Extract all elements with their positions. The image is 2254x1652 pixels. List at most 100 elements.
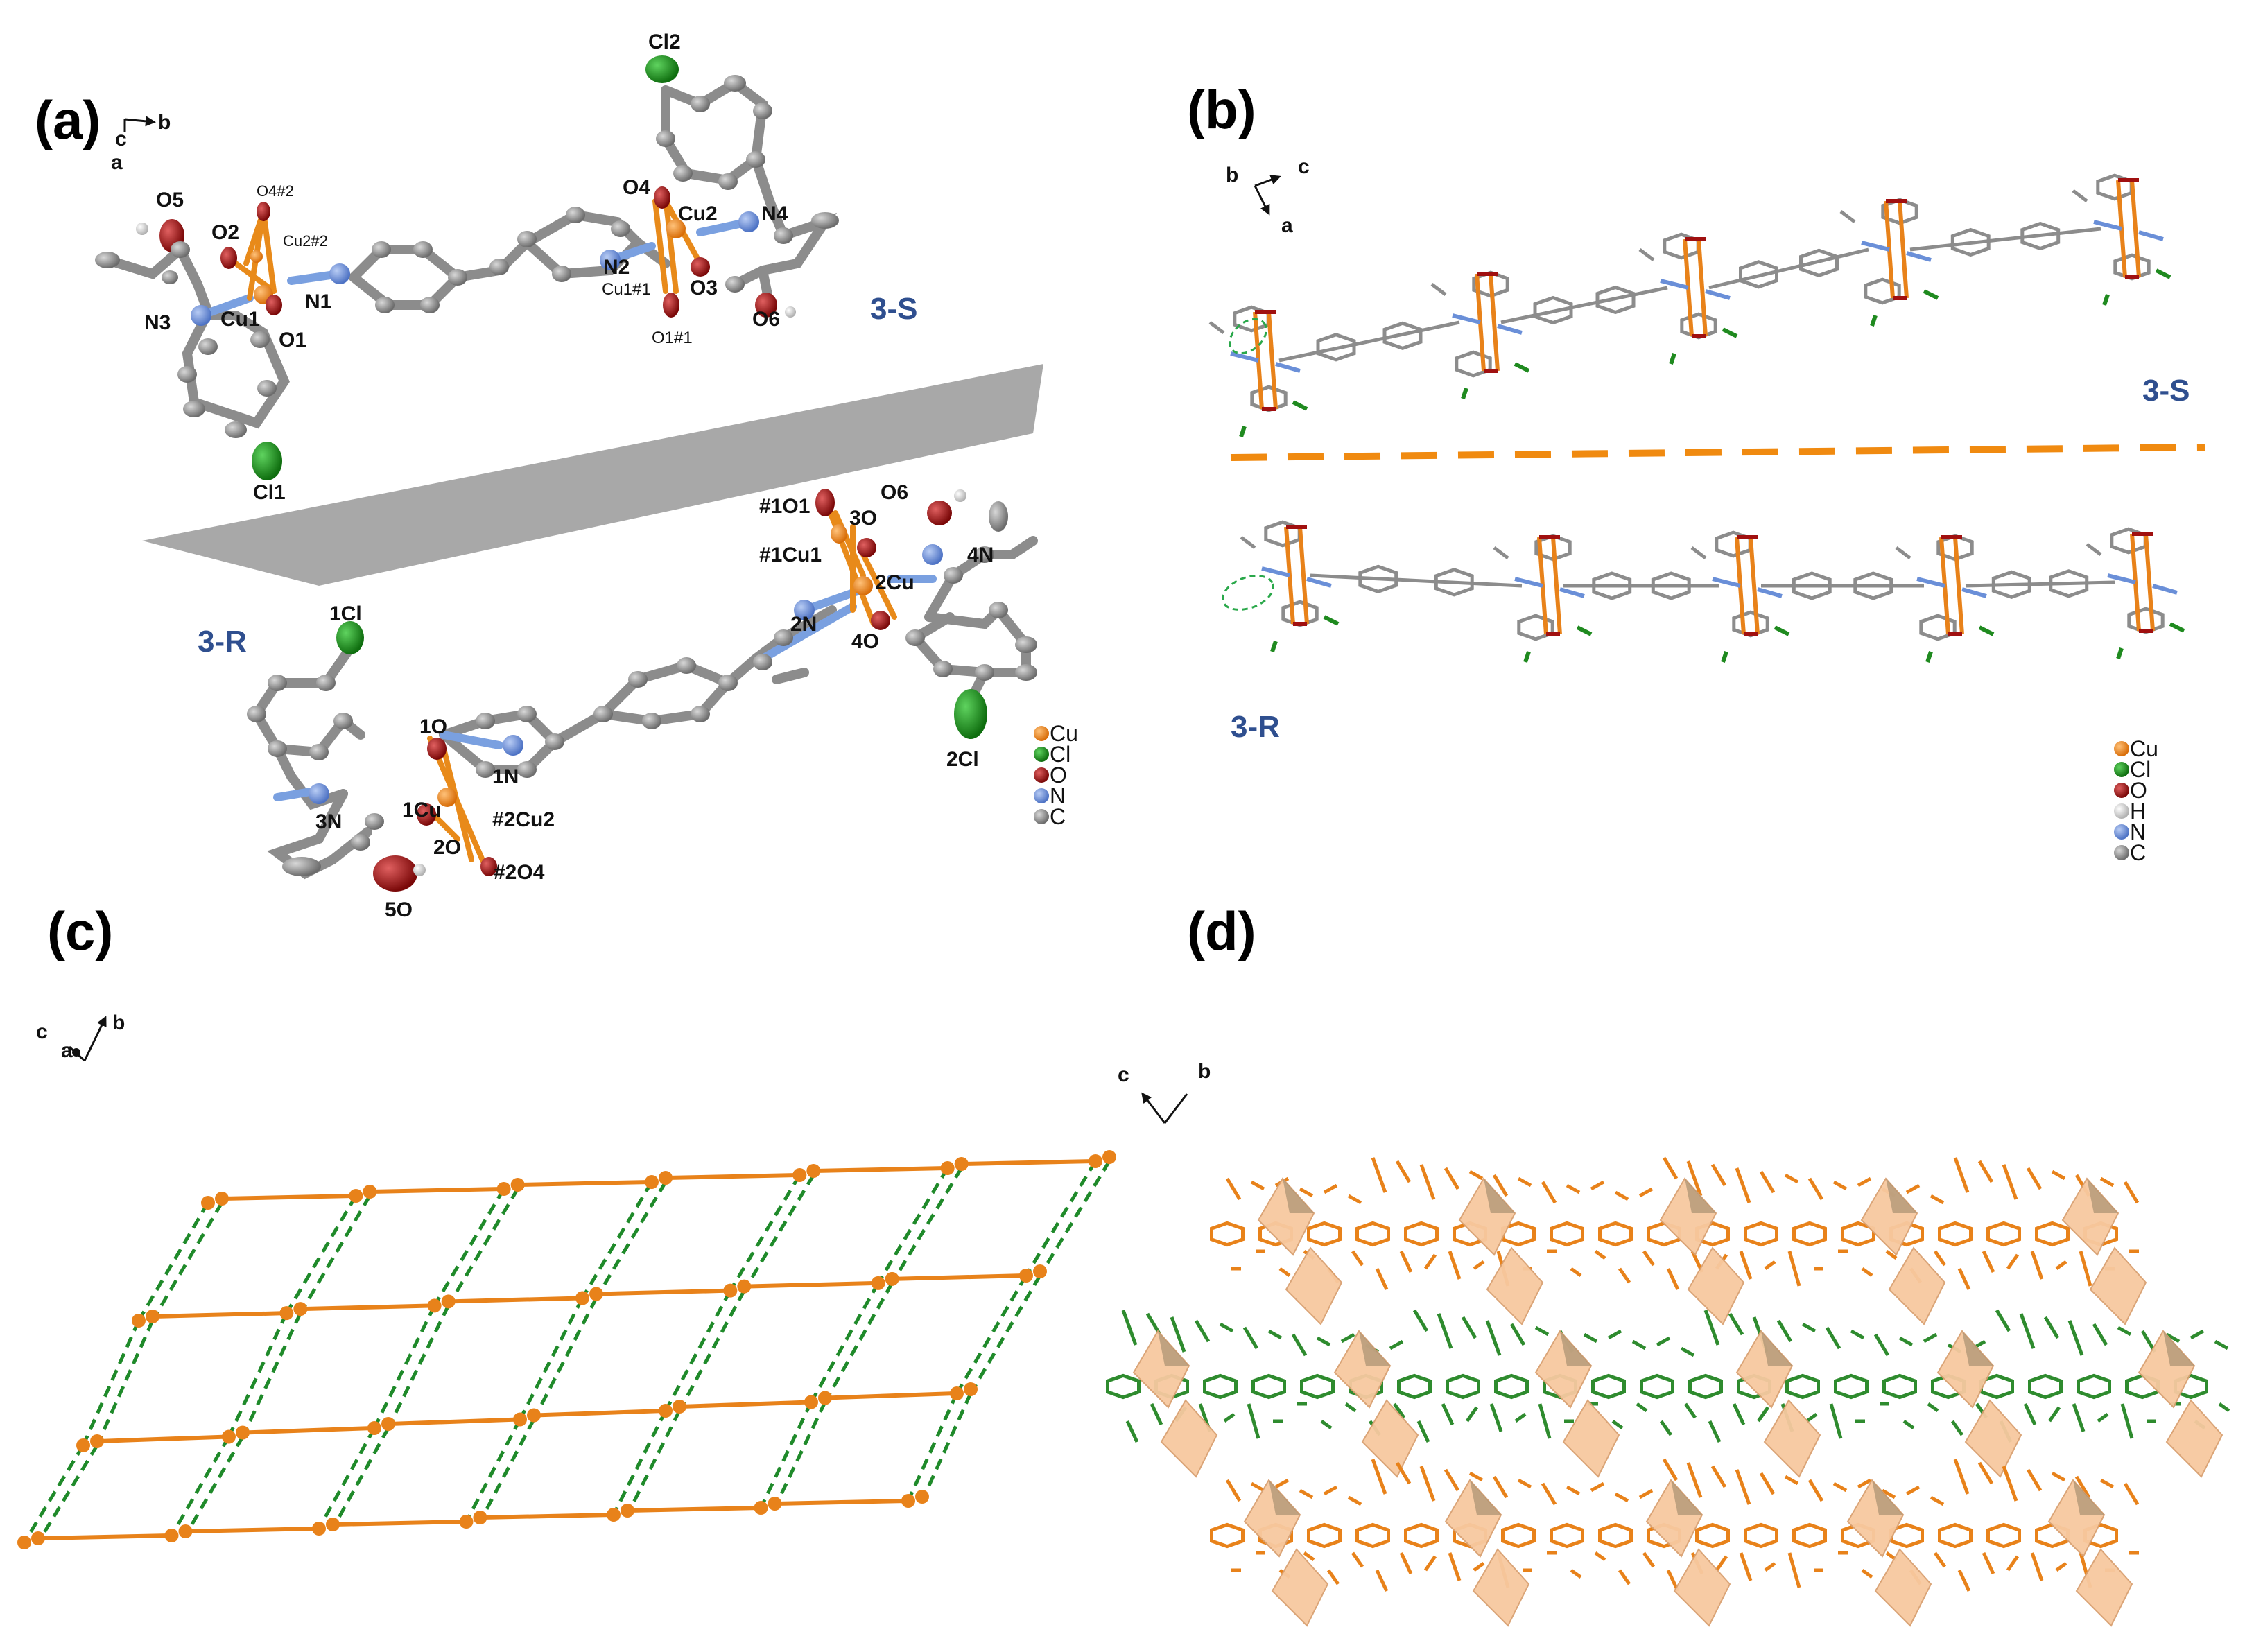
legend-label-o: O xyxy=(2130,778,2147,803)
network-node xyxy=(792,1168,807,1182)
axis-label-c2: c xyxy=(1298,155,1310,178)
axis-label-c4: c xyxy=(1118,1063,1129,1086)
separator-dashed xyxy=(1230,444,2205,461)
network-node xyxy=(349,1189,363,1203)
network-node xyxy=(312,1522,326,1536)
network-node xyxy=(659,1404,673,1418)
label-O5: O5 xyxy=(156,189,184,211)
label-4N-r: 4N xyxy=(967,544,994,566)
network-node xyxy=(954,1157,969,1171)
legend-label-o: O xyxy=(1050,763,1067,788)
legend-swatch-cu xyxy=(1034,726,1049,741)
label-1Cu-r: 1Cu xyxy=(402,799,442,821)
panel-a: (a) c b a xyxy=(35,31,1078,921)
label-N1: N1 xyxy=(305,290,331,313)
atom-Cl1 xyxy=(252,442,282,480)
legend-label-cu: Cu xyxy=(1050,721,1078,746)
network-node xyxy=(17,1536,31,1549)
legend-label-cl: Cl xyxy=(1050,742,1070,767)
label-O1-1: O1#1 xyxy=(652,329,693,347)
network-node xyxy=(146,1310,159,1323)
atom-O1 xyxy=(266,295,282,315)
network-node xyxy=(768,1497,782,1511)
panel-c: (c) c a b xyxy=(17,901,1116,1549)
network-node xyxy=(673,1400,686,1414)
panel-label-d: (d) xyxy=(1187,901,1256,962)
label-2N-r: 2N xyxy=(790,613,817,636)
label-3N-r: 3N xyxy=(315,810,342,833)
network-node xyxy=(1033,1264,1047,1278)
atom-2O4-r xyxy=(480,857,497,876)
label-1Cu1-r: #1Cu1 xyxy=(759,544,822,566)
atom-3O-r xyxy=(857,538,876,557)
atom-O6 xyxy=(755,293,777,318)
legend-label-cl: Cl xyxy=(2130,757,2151,782)
network-node xyxy=(132,1314,146,1328)
label-O3: O3 xyxy=(690,277,718,299)
axis-label-b3: b xyxy=(112,1011,125,1034)
network-node xyxy=(178,1524,193,1538)
network-node xyxy=(950,1386,964,1400)
atom-1O-r xyxy=(427,738,447,760)
atom-O3 xyxy=(691,257,710,277)
legend-swatch-o xyxy=(2114,783,2129,798)
panel-label-b: (b) xyxy=(1187,79,1256,140)
network-node xyxy=(607,1508,621,1522)
atom-3N-r xyxy=(309,783,329,804)
network-node xyxy=(806,1164,821,1178)
mirror-plane xyxy=(142,364,1043,586)
network-node xyxy=(645,1175,659,1189)
network-node xyxy=(818,1391,832,1405)
legend-swatch-c xyxy=(2114,845,2129,860)
axis-label-a3: a xyxy=(61,1039,73,1062)
axis-label-b2: b xyxy=(1226,164,1238,186)
network-node xyxy=(723,1283,738,1298)
axis-triad-d: c b xyxy=(1118,1060,1211,1124)
label-O6-r: O6 xyxy=(881,481,908,504)
atom-2N-r xyxy=(794,600,815,620)
network-node xyxy=(427,1298,442,1313)
legend-swatch-h xyxy=(2114,803,2129,819)
network-node xyxy=(279,1306,294,1321)
network-node xyxy=(381,1417,395,1431)
panel-d: (d) c b xyxy=(1106,901,2230,1627)
atom-Cu2-2 xyxy=(250,250,263,263)
label-O4-2: O4#2 xyxy=(257,182,294,200)
legend-label-c: C xyxy=(1050,804,1066,829)
chain-3R xyxy=(1240,520,2185,663)
network-node xyxy=(885,1271,899,1286)
network-node xyxy=(754,1501,768,1515)
legend-label-cu: Cu xyxy=(2130,736,2158,761)
network-node xyxy=(901,1494,915,1508)
legend-swatch-cl xyxy=(1034,747,1049,762)
network-node xyxy=(201,1196,215,1210)
network-node xyxy=(363,1185,377,1199)
label-Cl2: Cl2 xyxy=(648,31,681,53)
legend-label-n: N xyxy=(2130,819,2146,844)
tag-3S-a: 3-S xyxy=(870,292,917,326)
axis-triad-b: b c a xyxy=(1226,155,1310,237)
network-node xyxy=(915,1490,929,1504)
atom-1N-r xyxy=(503,735,523,756)
label-O6: O6 xyxy=(752,308,780,331)
axis-triad-a: c b a xyxy=(111,111,171,174)
legend-swatch-cu xyxy=(2114,741,2129,756)
network-node xyxy=(621,1504,634,1518)
legend-swatch-cl xyxy=(2114,762,2129,777)
label-Cu2: Cu2 xyxy=(678,202,718,225)
molecule-3S: O5 O2 O4#2 Cu2#2 N3 Cu1 N1 O1 Cl1 Cl2 O4… xyxy=(95,31,839,504)
legend-label-h: H xyxy=(2130,799,2146,824)
network-node xyxy=(964,1382,978,1396)
label-3O-r: 3O xyxy=(849,507,877,530)
atom-1Cu-r xyxy=(437,788,457,807)
label-1Cl-r: 1Cl xyxy=(329,602,362,625)
label-1O-r: 1O xyxy=(419,715,447,738)
label-2Cu-r: 2Cu xyxy=(875,571,914,594)
atom-2O-r xyxy=(417,803,436,826)
label-5O-r: 5O xyxy=(385,898,413,921)
label-O1: O1 xyxy=(279,329,306,351)
network-node xyxy=(326,1518,340,1531)
atom-1O1-r xyxy=(815,489,835,516)
atom-Cl2 xyxy=(645,55,679,83)
